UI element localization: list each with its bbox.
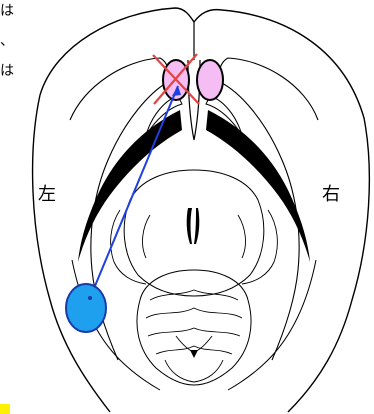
corner-text-line-2: 、 (0, 33, 14, 49)
target-site-right (197, 60, 223, 100)
white-matter-left (78, 110, 182, 262)
thalamus-contour (124, 170, 264, 296)
brainstem-marker (190, 350, 198, 358)
left-side-label: 左 (38, 184, 56, 205)
hippocampus-right (238, 210, 277, 284)
cerebellum-folia (146, 290, 242, 354)
temporal-lobe-right (228, 260, 316, 390)
white-matter-right (206, 110, 310, 262)
third-ventricle (187, 208, 200, 244)
injection-site-center (88, 296, 92, 300)
corner-text-line-1: は (0, 3, 14, 19)
hippocampus-left (111, 210, 150, 284)
brainstem-contour (165, 336, 223, 382)
corner-text-line-3: は (0, 63, 14, 79)
injection-site-icon (66, 284, 106, 332)
right-side-label: 右 (322, 184, 340, 205)
corner-mark (0, 404, 10, 414)
